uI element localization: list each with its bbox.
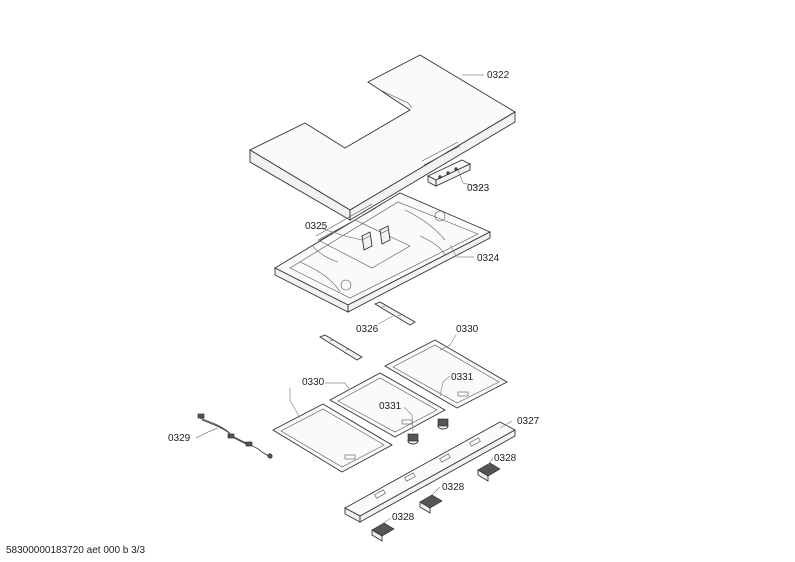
part-cover-panel: [249, 54, 516, 221]
label-0331-right: 0331: [451, 372, 474, 383]
part-connector-2: [419, 494, 443, 514]
part-knob-1: [407, 433, 419, 445]
label-0323: 0323: [467, 183, 490, 194]
label-0325: 0325: [305, 221, 328, 232]
label-0330-right: 0330: [456, 324, 479, 335]
label-0328-left: 0328: [392, 512, 415, 523]
part-clips: [361, 225, 391, 251]
part-rail-upper: [373, 301, 416, 326]
part-knob-2: [437, 418, 449, 430]
part-filter-1: [384, 339, 508, 409]
part-rail-lower: [319, 334, 363, 361]
part-switch-module: [426, 159, 472, 187]
part-front-bar: [344, 421, 516, 523]
part-cable: [197, 413, 273, 459]
label-0326: 0326: [356, 324, 379, 335]
part-filter-3: [272, 403, 393, 473]
part-filter-2: [329, 372, 446, 438]
label-0327: 0327: [517, 416, 540, 427]
part-connector-1: [477, 462, 501, 482]
label-0328-right: 0328: [494, 453, 517, 464]
leader-lines: [195, 74, 513, 525]
part-housing: [274, 192, 492, 313]
label-0330-left: 0330: [302, 377, 325, 388]
document-reference: 58300000183720 aet 000 b 3/3: [6, 545, 146, 556]
label-0328-middle: 0328: [442, 482, 465, 493]
label-0324: 0324: [477, 253, 500, 264]
part-connector-3: [371, 522, 395, 542]
label-0331-left: 0331: [379, 401, 402, 412]
label-0329: 0329: [168, 433, 191, 444]
label-0322: 0322: [487, 70, 510, 81]
